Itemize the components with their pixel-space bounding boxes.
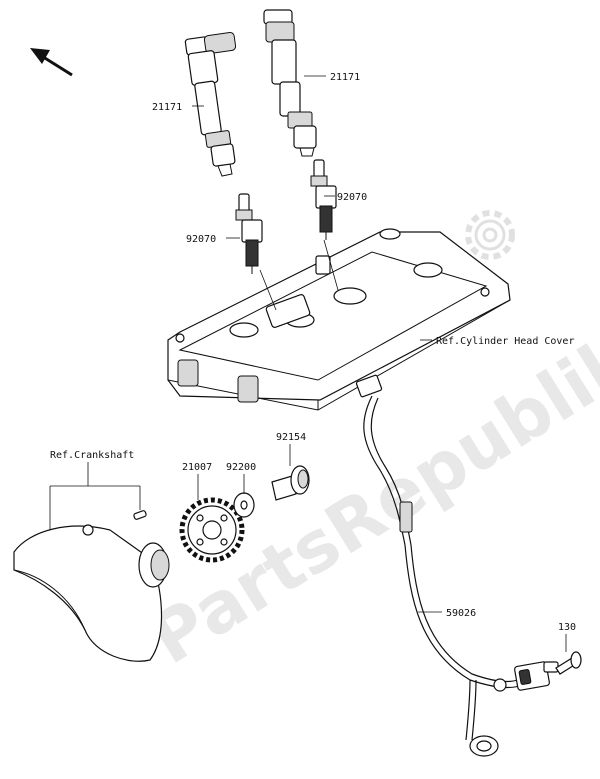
label-plug-left: 92070	[186, 234, 216, 245]
crankshaft	[13, 524, 170, 662]
label-ref-crankshaft: Ref.Crankshaft	[50, 450, 134, 461]
gear-watermark-icon	[465, 210, 515, 260]
front-direction-arrow-icon	[30, 48, 73, 77]
timing-rotor[interactable]	[179, 497, 245, 563]
pickup-sensor[interactable]	[514, 661, 559, 691]
dowel-pin	[133, 510, 147, 520]
ignition-coil-left[interactable]	[184, 32, 237, 177]
sensor-bolt[interactable]	[555, 651, 582, 675]
cylinder-head-cover	[167, 228, 511, 411]
label-bolt-sensor: 130	[558, 622, 576, 633]
ignition-coil-right[interactable]	[263, 9, 317, 157]
leader-lines	[49, 75, 567, 652]
label-ref-head-cover: Ref.Cylinder Head Cover	[436, 336, 574, 347]
label-coil-right: 21171	[330, 72, 360, 83]
pickup-harness[interactable]	[355, 374, 531, 757]
spark-plug-right[interactable]	[310, 159, 337, 240]
rotor-bolt[interactable]	[271, 465, 310, 501]
label-bolt-rotor: 92154	[276, 432, 306, 443]
label-wire-sensor: 59026	[446, 608, 476, 619]
label-plug-right: 92070	[337, 192, 367, 203]
label-washer: 92200	[226, 462, 256, 473]
spark-plug-left[interactable]	[235, 193, 263, 274]
label-coil-left: 21171	[152, 102, 182, 113]
label-rotor: 21007	[182, 462, 212, 473]
callout-labels: 21171 21171 92070 92070 Ref.Cylinder Hea…	[50, 72, 576, 633]
washer[interactable]	[233, 492, 255, 518]
